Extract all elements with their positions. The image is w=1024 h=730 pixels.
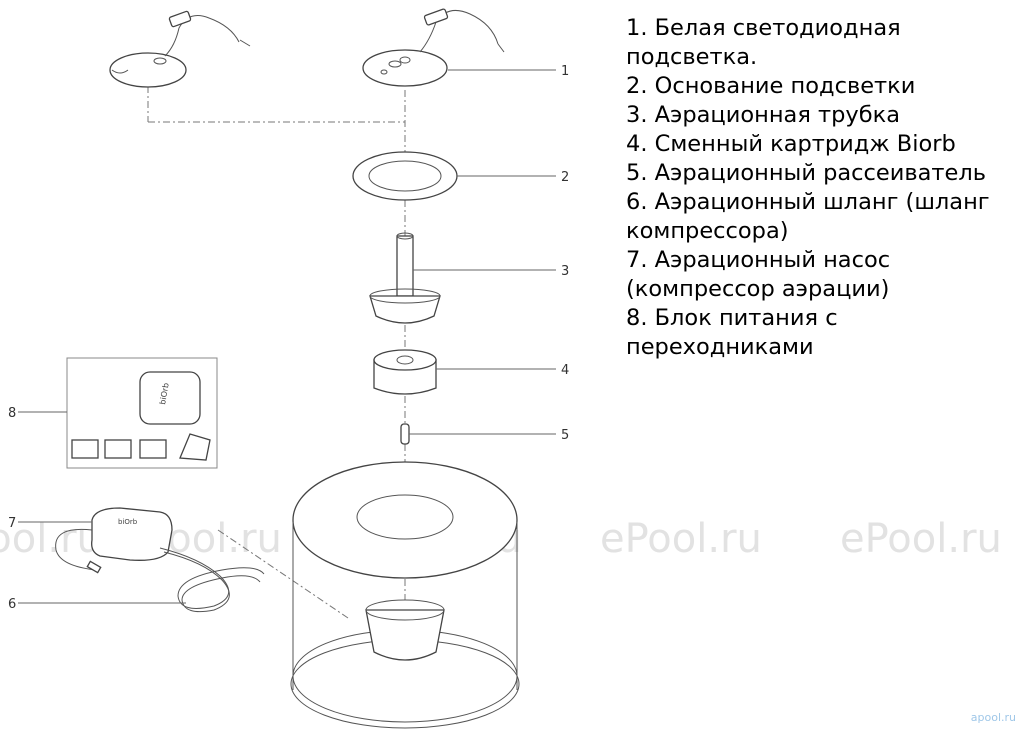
watermark-row: ePool.ru ePool.ru ePool.ru ePool.ru ePoo… xyxy=(0,516,1002,562)
led-light xyxy=(362,8,556,87)
psu-brand-label: biOrb xyxy=(158,382,171,405)
led-light-alt xyxy=(109,10,251,88)
callout-1: 1 xyxy=(561,64,569,79)
cartridge xyxy=(373,349,556,395)
watermark: ePool.ru xyxy=(840,516,1002,562)
callout-5: 5 xyxy=(561,428,569,443)
aeration-tube xyxy=(369,232,556,324)
legend-item: 6. Аэрационный шланг (шланг компрессора) xyxy=(626,189,990,244)
air-pump: biOrb xyxy=(18,507,173,574)
watermark: ePool.ru xyxy=(0,516,102,562)
callout-3: 3 xyxy=(561,264,569,279)
watermark: ePool.ru xyxy=(600,516,762,562)
legend-item: 8. Блок питания с переходниками xyxy=(626,305,838,360)
legend-item: 2. Основание подсветки xyxy=(626,73,916,99)
legend-item: 7. Аэрационный насос (компрессор аэрации… xyxy=(626,247,891,302)
power-supply-box: biOrb xyxy=(18,357,218,469)
legend-item: 4. Сменный картридж Biorb xyxy=(626,131,956,157)
legend-item: 3. Аэрационная трубка xyxy=(626,102,900,128)
callout-8: 8 xyxy=(8,406,16,421)
parts-legend: 1. Белая светодиодная подсветка. 2. Осно… xyxy=(626,14,1021,362)
legend-item: 1. Белая светодиодная подсветка. xyxy=(626,15,901,70)
corner-watermark: apool.ru xyxy=(970,711,1016,724)
pump-brand-label: biOrb xyxy=(118,518,138,526)
air-stone xyxy=(400,423,556,445)
light-base-ring xyxy=(352,151,556,201)
callout-numbers: 1 2 3 4 5 6 7 8 xyxy=(8,64,569,612)
callout-2: 2 xyxy=(561,170,569,185)
aquarium-body xyxy=(290,461,520,729)
callout-4: 4 xyxy=(561,363,569,378)
callout-6: 6 xyxy=(8,597,16,612)
callout-7: 7 xyxy=(8,516,16,531)
legend-item: 5. Аэрационный рассеиватель xyxy=(626,160,987,186)
air-hose xyxy=(18,547,265,613)
